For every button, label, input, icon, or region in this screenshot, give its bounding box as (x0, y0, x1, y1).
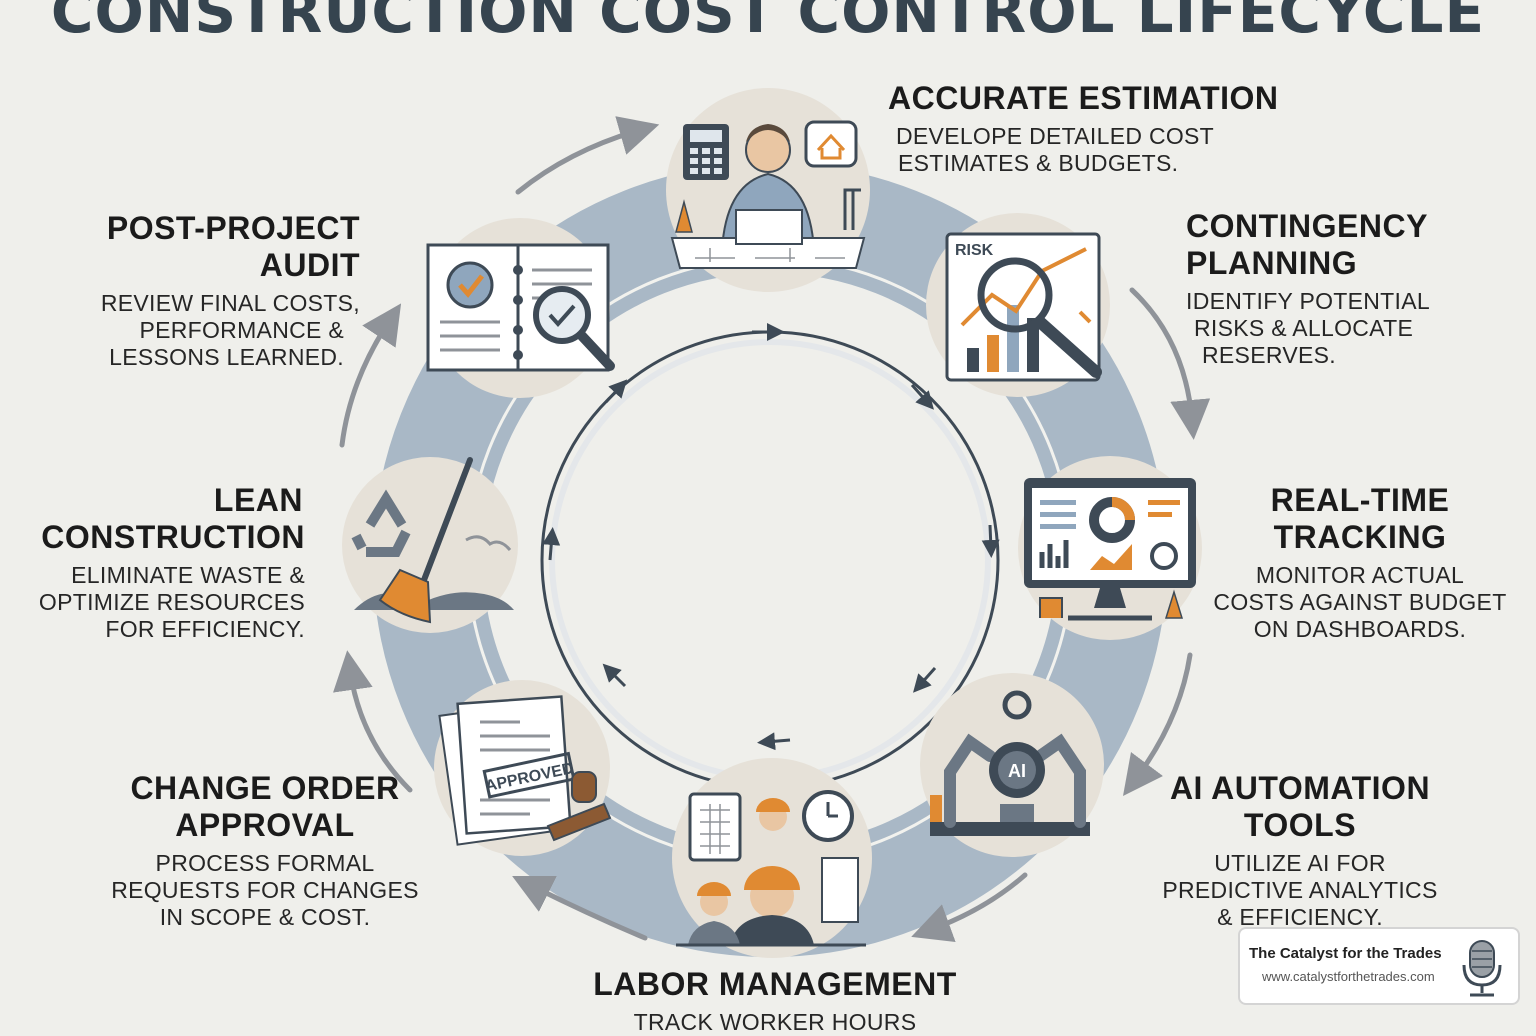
stage-description: UTILIZE AI FOR (1214, 850, 1386, 876)
stage-description: ON DASHBOARDS. (1253, 616, 1467, 642)
stage-heading: POST-PROJECT (106, 210, 360, 246)
outer-arrows (333, 116, 1211, 942)
stage-description: RISKS & ALLOCATE (1194, 315, 1414, 341)
stage-description: & EFFICIENCY. (1217, 904, 1383, 930)
stage-heading: AI AUTOMATION (1169, 770, 1431, 806)
stage-description: LESSONS LEARNED. (109, 344, 344, 370)
stage-description: IDENTIFY POTENTIAL (1186, 288, 1430, 314)
stage-heading: AUDIT (259, 247, 360, 283)
stage-heading: LABOR MANAGEMENT (593, 966, 957, 1002)
recycle-broom-icon (342, 457, 518, 633)
ai-gear-label: AI (1008, 761, 1026, 781)
stage-labor-management: LABOR MANAGEMENT TRACK WORKER HOURS (560, 966, 990, 1036)
stage-description: OPTIMIZE RESOURCES (38, 589, 305, 615)
inner-arrows (542, 323, 1000, 751)
stage-heading: ACCURATE ESTIMATION (888, 80, 1279, 116)
stage-heading: PLANNING (1186, 245, 1358, 281)
risk-chart-magnifier-icon: RISK (926, 213, 1110, 397)
stage-description: PERFORMANCE & (139, 317, 344, 343)
workers-clock-icon (672, 758, 872, 958)
stage-heading: CHANGE ORDER (130, 770, 400, 806)
stage-heading: TRACKING (1273, 519, 1447, 555)
stage-description: IN SCOPE & COST. (159, 904, 371, 930)
stage-description: ELIMINATE WASTE & (71, 562, 305, 588)
stage-heading: APPROVAL (175, 807, 355, 843)
stage-description: REVIEW FINAL COSTS, (100, 290, 360, 316)
stage-description: COSTS AGAINST BUDGET (1213, 589, 1507, 615)
engineer-blueprint-icon (666, 88, 870, 292)
center-disc (549, 339, 991, 781)
page-title: CONSTRUCTION COST CONTROL LIFECYCLE (50, 0, 1486, 46)
risk-label: RISK (955, 242, 994, 259)
stage-heading: CONTINGENCY (1186, 208, 1428, 244)
dashboard-monitor-icon (1018, 456, 1202, 640)
microphone-icon (1462, 940, 1502, 997)
stage-accurate-estimation: ACCURATE ESTIMATION DEVELOPE DETAILED CO… (888, 80, 1279, 177)
audit-binder-icon (426, 218, 615, 398)
stage-description: REQUESTS FOR CHANGES (111, 877, 419, 903)
stage-description: PROCESS FORMAL (155, 850, 375, 876)
robot-arms-gear-icon: AI (920, 673, 1104, 857)
stage-description: DEVELOPE DETAILED COST (896, 123, 1215, 149)
brand-url: www.catalystforthetrades.com (1262, 969, 1435, 984)
approved-stamp-icon: APPROVED (434, 680, 612, 856)
stage-description: PREDICTIVE ANALYTICS (1162, 877, 1438, 903)
stage-description: TRACK WORKER HOURS (633, 1009, 917, 1035)
stage-description: RESERVES. (1202, 342, 1336, 368)
brand-name: The Catalyst for the Trades (1249, 945, 1442, 962)
stage-heading: TOOLS (1243, 807, 1357, 843)
stage-heading: LEAN (213, 482, 303, 518)
stage-heading: CONSTRUCTION (41, 519, 305, 555)
stage-heading: REAL-TIME (1270, 482, 1450, 518)
stage-description: MONITOR ACTUAL (1255, 562, 1465, 588)
stage-description: ESTIMATES & BUDGETS. (898, 150, 1179, 176)
brand-badge[interactable]: The Catalyst for the Trades www.catalyst… (1238, 927, 1520, 1005)
stage-description: FOR EFFICIENCY. (105, 616, 305, 642)
